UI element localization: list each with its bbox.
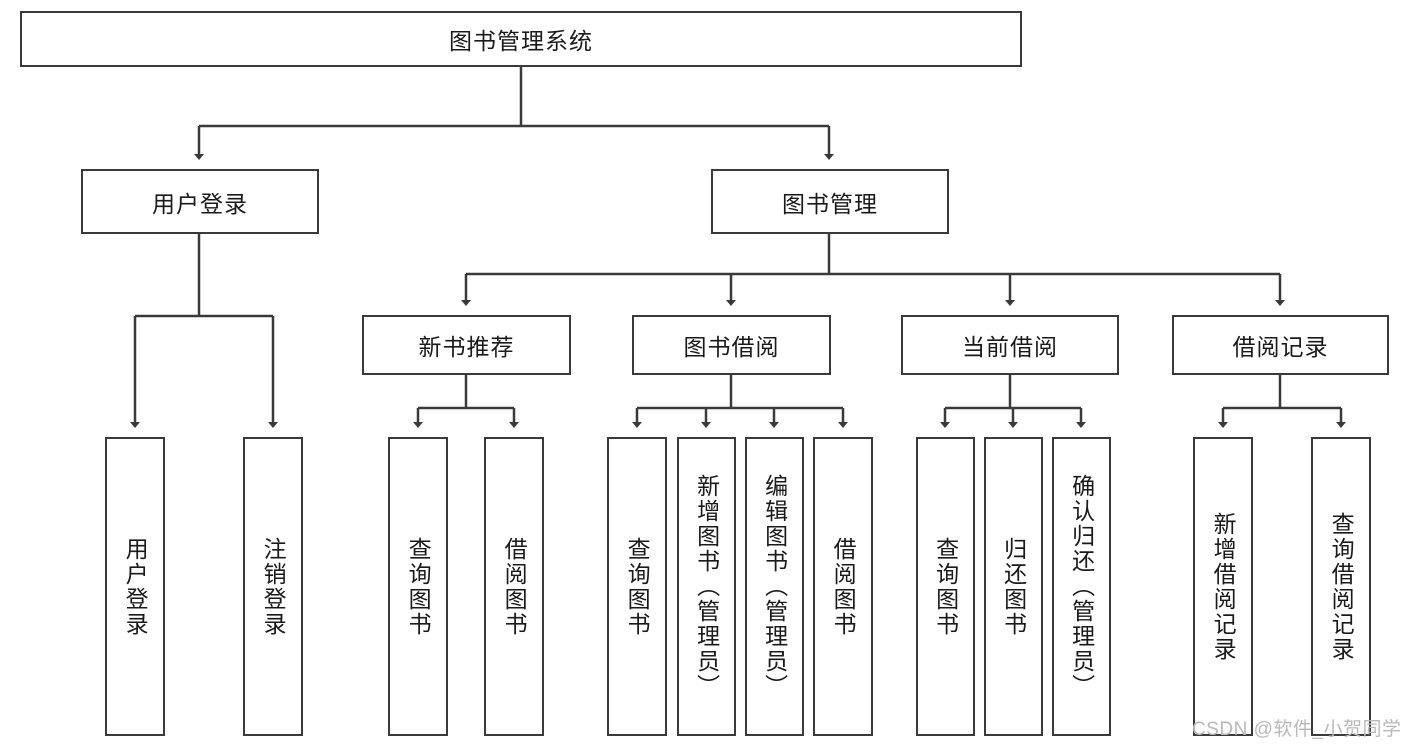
leaf-label: 查询借阅记录: [1328, 511, 1355, 662]
leaf-label: 归还图书: [1000, 536, 1027, 637]
leaf-node[interactable]: 查询图书: [607, 437, 667, 736]
node-book-management[interactable]: 图书管理: [711, 169, 949, 234]
leaf-label: 查询图书: [932, 536, 959, 637]
leaf-label: 新增借阅记录: [1210, 511, 1237, 662]
leaf-node[interactable]: 借阅图书: [813, 437, 873, 736]
node-current-borrow[interactable]: 当前借阅: [901, 315, 1119, 375]
leaf-label: 用户登录: [122, 536, 149, 637]
leaf-node[interactable]: 编辑图书（管理员）: [745, 437, 804, 736]
leaf-node[interactable]: 新增图书（管理员）: [677, 437, 736, 736]
node-new-book-recommend[interactable]: 新书推荐: [362, 315, 571, 375]
node-borrow-record[interactable]: 借阅记录: [1172, 315, 1389, 375]
leaf-label: 新增图书（管理员）: [693, 474, 720, 699]
leaf-label: 确认归还（管理员）: [1068, 474, 1095, 699]
leaf-node[interactable]: 查询借阅记录: [1311, 437, 1371, 736]
csdn-watermark: CSDN @软件_小贺同学: [1192, 719, 1402, 740]
node-user-login[interactable]: 用户登录: [81, 169, 319, 234]
node-book-borrow[interactable]: 图书借阅: [632, 315, 831, 375]
leaf-node[interactable]: 查询图书: [388, 437, 448, 736]
leaf-label: 查询图书: [405, 536, 432, 637]
leaf-label: 编辑图书（管理员）: [761, 474, 788, 699]
leaf-node[interactable]: 新增借阅记录: [1193, 437, 1253, 736]
leaf-label: 借阅图书: [830, 536, 857, 637]
leaf-label: 借阅图书: [501, 536, 528, 637]
leaf-label: 查询图书: [624, 536, 651, 637]
leaf-node[interactable]: 归还图书: [984, 437, 1043, 736]
leaf-node[interactable]: 确认归还（管理员）: [1052, 437, 1111, 736]
leaf-node[interactable]: 用户登录: [105, 437, 165, 736]
node-root-title[interactable]: 图书管理系统: [20, 11, 1022, 67]
leaf-label: 注销登录: [260, 536, 287, 637]
leaf-node[interactable]: 查询图书: [916, 437, 975, 736]
leaf-node[interactable]: 注销登录: [243, 437, 303, 736]
leaf-node[interactable]: 借阅图书: [484, 437, 544, 736]
